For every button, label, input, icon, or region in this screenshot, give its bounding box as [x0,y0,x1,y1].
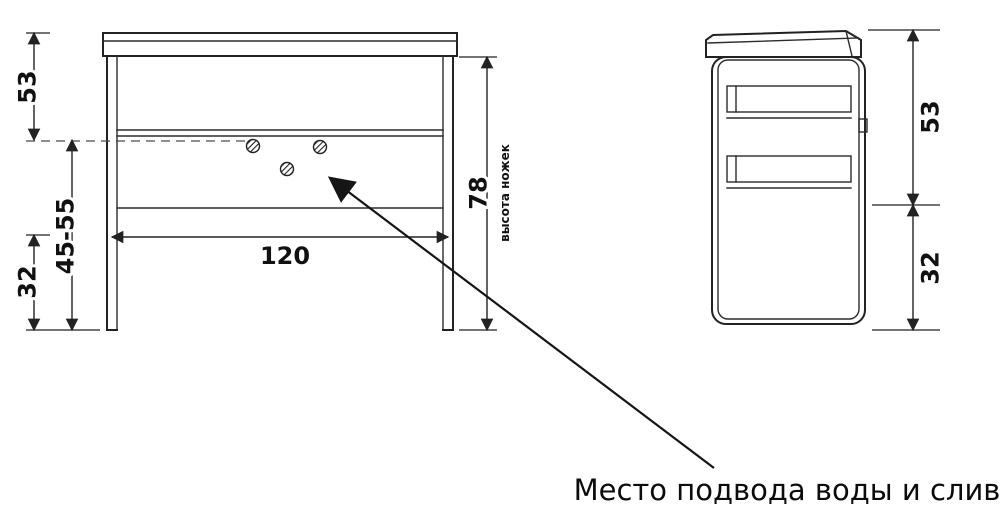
dim-label-53-front: 53 [13,70,41,103]
dim-label-32-side: 32 [916,251,944,284]
dim-label-78: 78 [464,176,492,209]
callout-arrow [327,176,715,469]
front-tabletop [102,32,458,57]
front-left-leg [106,55,118,331]
side-body-outer [711,56,866,325]
dim-label-120: 120 [260,242,310,270]
side-dimensions: 53 32 [868,28,947,332]
side-view [705,29,868,325]
callout-label: Место подвода воды и слив [574,473,1001,507]
side-lower-slot [726,155,852,189]
side-tabletop [705,29,862,58]
water-hole-right-icon [312,139,328,155]
drain-hole-center-icon [279,161,295,177]
side-edge-notch [858,118,868,133]
side-body-inner [717,59,860,320]
legs-height-note: высота ножек [498,144,512,242]
front-right-leg [442,55,454,331]
water-hole-left-icon [245,138,261,154]
side-upper-slot [726,85,852,119]
dim-label-45-55: 45-55 [51,198,79,275]
front-dimensions: 53 32 45-55 120 78 высота ножек [10,31,512,332]
side-tabletop-corner-line [845,30,853,57]
side-tabletop-edge-line [707,37,859,44]
dim-label-32-front: 32 [13,265,41,298]
drain-holes [245,138,328,177]
dim-label-53-side: 53 [916,100,944,133]
callout: Место подвода воды и слив [327,176,1001,507]
front-view [26,32,458,331]
